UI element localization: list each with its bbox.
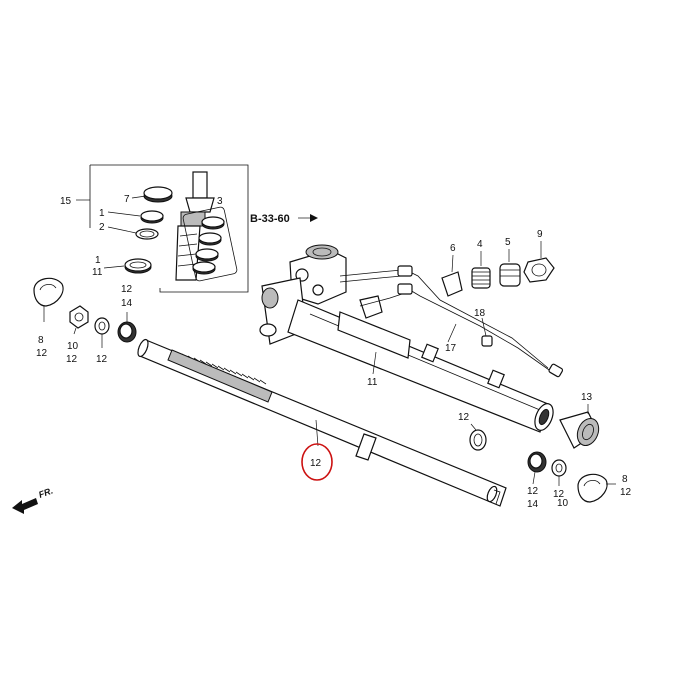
callout-5: 5	[505, 237, 511, 248]
callout-9: 9	[537, 229, 543, 240]
callout-10b: 10	[557, 498, 569, 509]
bushing-right	[527, 451, 547, 485]
highlight-circle	[301, 443, 333, 481]
callout-12c: 12	[96, 354, 108, 365]
callout-12a: 12	[36, 348, 48, 359]
seal-ring-set	[182, 206, 238, 282]
nut-9	[523, 257, 555, 283]
front-label: FR.	[37, 486, 54, 500]
spring-4	[471, 267, 491, 289]
callout-11b: 11	[367, 377, 378, 388]
callout-4: 4	[477, 239, 483, 250]
callout-2: 2	[99, 222, 105, 233]
callout-10a: 10	[67, 341, 79, 352]
callout-12d: 12	[121, 284, 133, 295]
callout-15: 15	[60, 196, 72, 207]
callout-6: 6	[450, 243, 456, 254]
callout-14a: 14	[121, 298, 133, 309]
callout-17: 17	[445, 343, 457, 354]
callout-13: 13	[581, 392, 593, 403]
tie-rod-nut-left	[69, 305, 89, 335]
front-direction-marker: FR.	[12, 486, 54, 514]
callout-7: 7	[124, 194, 130, 205]
callout-18: 18	[474, 308, 486, 319]
hydraulic-lines	[339, 265, 564, 378]
callout-12f: 12	[527, 486, 539, 497]
callout-12e: 12	[458, 412, 470, 423]
front-arrow-icon	[12, 498, 38, 514]
bushing-left	[117, 312, 137, 343]
end-cap-13	[559, 404, 600, 449]
seal-ring-11	[124, 258, 152, 274]
callout-12b: 12	[66, 354, 78, 365]
bleeder-18	[481, 317, 493, 347]
rack-guide-6	[441, 271, 463, 297]
washer-left	[94, 317, 110, 348]
lock-nut-5	[499, 263, 521, 287]
boot-clamp-right	[577, 473, 616, 503]
boot-clamp-left	[33, 277, 64, 322]
steering-rack	[137, 338, 507, 507]
callout-8a: 8	[38, 335, 44, 346]
callout-12g: 12	[553, 489, 565, 500]
valve-subassembly-box	[76, 164, 249, 293]
reference-arrow-icon	[310, 214, 318, 222]
washer-right	[551, 459, 567, 486]
callout-14b: 14	[527, 499, 539, 510]
callout-11a: 11	[92, 267, 103, 278]
pinion-seals	[135, 186, 173, 240]
callout-3: 3	[217, 196, 223, 207]
gearbox-housing	[259, 244, 554, 433]
callout-1a: 1	[99, 208, 105, 219]
seal-ring-right	[469, 423, 487, 451]
callout-12-highlighted: 12	[310, 458, 322, 469]
reference-label: B-33-60	[250, 213, 290, 225]
callout-12i: 12	[620, 487, 632, 498]
callout-1b: 1	[95, 255, 101, 266]
callout-8b: 8	[622, 474, 628, 485]
